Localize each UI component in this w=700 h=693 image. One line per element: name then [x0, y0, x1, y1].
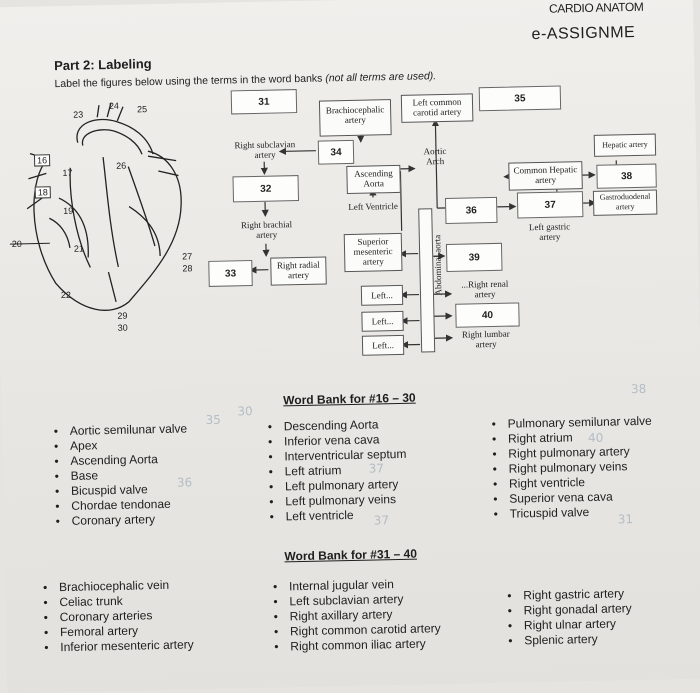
- left-branch-1: Left...: [361, 285, 403, 306]
- left-branch-2: Left...: [361, 311, 403, 332]
- right-renal-label: ...Right renal artery: [453, 278, 517, 299]
- left-ventricle-label: Left Ventricle: [347, 201, 399, 212]
- word-bank-1-title: Word Bank for #16 – 30: [283, 391, 416, 408]
- answer-box-38[interactable]: 38: [596, 164, 656, 189]
- list-item: Splenic artery: [508, 631, 632, 649]
- gastroduodenal-box: Gastroduodenal artery: [593, 190, 658, 216]
- handwritten-note: 40: [588, 431, 604, 445]
- word-bank-2-col1: Brachiocephalic vein Celiac trunk Corona…: [43, 577, 194, 655]
- handwritten-note: 31: [618, 512, 634, 526]
- word-bank-1-col3: Pulmonary semilunar valve Right atrium R…: [492, 414, 654, 522]
- left-gastric-label: Left gastric artery: [518, 221, 582, 242]
- right-lumbar-label: Right lumbar artery: [454, 328, 518, 349]
- answer-box-31[interactable]: 31: [231, 89, 297, 114]
- handwritten-note: 30: [237, 404, 253, 418]
- handwritten-note: 37: [374, 513, 390, 527]
- answer-box-37[interactable]: 37: [517, 191, 584, 218]
- answer-box-35[interactable]: 35: [479, 86, 561, 112]
- answer-box-34[interactable]: 34: [318, 140, 354, 165]
- ascending-aorta-box: Ascending Aorta: [346, 165, 401, 194]
- answer-box-33[interactable]: 33: [208, 260, 253, 287]
- right-radial-box: Right radial artery: [270, 256, 327, 285]
- handwritten-note: 38: [631, 382, 647, 396]
- superior-mesenteric-box: Superior mesenteric artery: [344, 233, 403, 272]
- handwritten-note: 35: [205, 413, 221, 427]
- word-bank-1-col2: Descending Aorta Inferior vena cava Inte…: [268, 417, 408, 525]
- word-bank-2-col3: Right gastric artery Right gonadal arter…: [507, 586, 632, 649]
- handwritten-note: 37: [368, 461, 384, 475]
- aortic-arch-label: Aortic Arch: [416, 146, 454, 167]
- right-brachial-label: Right brachial artery: [231, 219, 301, 240]
- left-branch-3: Left...: [362, 335, 404, 356]
- word-bank-2-title: Word Bank for #31 – 40: [284, 547, 417, 564]
- word-bank-2-col2: Internal jugular vein Left subclavian ar…: [273, 576, 441, 654]
- handwritten-note: 36: [177, 475, 193, 489]
- common-hepatic-box: Common Hepatic artery: [508, 161, 583, 191]
- hepatic-artery-box: Hepatic artery: [594, 134, 656, 157]
- left-common-carotid-box: Left common carotid artery: [401, 93, 474, 123]
- artery-flowchart: 31 32 33 34 35 36 37 38 39 40 Brachiocep…: [0, 0, 693, 7]
- abdominal-aorta-label: Abdominal aorta: [432, 235, 443, 296]
- answer-box-36[interactable]: 36: [445, 197, 498, 224]
- right-subclavian-label: Right subclavian artery: [230, 139, 300, 160]
- brachiocephalic-artery-box: Brachiocephalic artery: [319, 99, 392, 136]
- answer-box-32[interactable]: 32: [232, 175, 299, 202]
- list-item: Coronary artery: [56, 511, 190, 529]
- answer-box-40[interactable]: 40: [455, 302, 519, 327]
- word-bank-1-col1: Aortic semilunar valve Apex Ascending Ao…: [54, 421, 190, 529]
- list-item: Inferior mesenteric artery: [44, 637, 194, 655]
- answer-box-39[interactable]: 39: [446, 243, 503, 272]
